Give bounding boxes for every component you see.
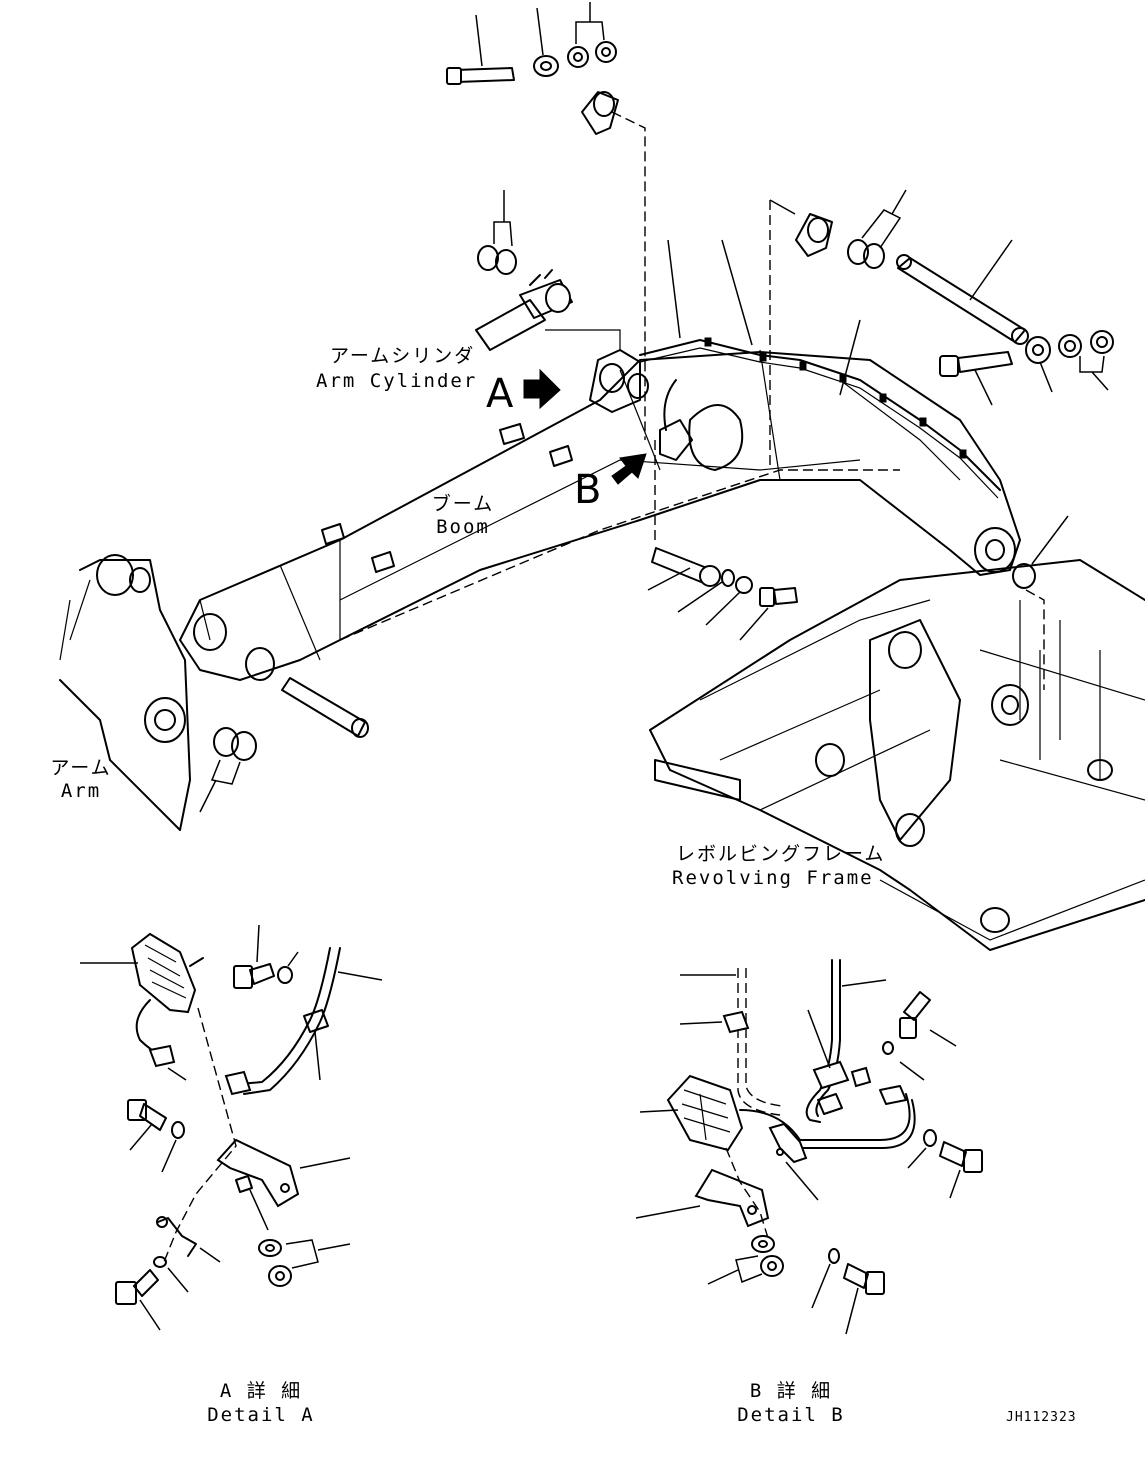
revolving-frame-label-en: Revolving Frame bbox=[672, 867, 874, 889]
right-top-parts bbox=[769, 189, 1114, 470]
revolving-frame bbox=[649, 515, 1145, 951]
boom-label-jp: ブーム bbox=[431, 493, 495, 515]
detail-b-title-jp: B 詳 細 bbox=[749, 1380, 833, 1402]
view-b-marker: B bbox=[574, 467, 602, 513]
drawing-code: JH112323 bbox=[1006, 1410, 1077, 1425]
shim-pair-left bbox=[477, 190, 517, 275]
revolving-frame-label-jp: レボルビングフレーム bbox=[676, 843, 886, 865]
arm-label-jp: アーム bbox=[50, 757, 112, 779]
boom-label-en: Boom bbox=[436, 516, 490, 538]
arm-cylinder-label-en: Arm Cylinder bbox=[316, 370, 478, 392]
detail-b-assembly bbox=[635, 959, 983, 1335]
arm-cylinder-label-jp: アームシリンダ bbox=[330, 345, 476, 367]
arm-cylinder-rod bbox=[475, 269, 621, 351]
view-arrow-a bbox=[523, 368, 561, 410]
detail-b-title-en: Detail B bbox=[737, 1404, 845, 1426]
boom-foot-pin bbox=[647, 547, 798, 641]
view-a-marker: A bbox=[486, 371, 514, 417]
arm-structure bbox=[59, 554, 369, 831]
arm-label-en: Arm bbox=[60, 780, 102, 802]
detail-a-title-jp: A 詳 細 bbox=[219, 1380, 303, 1402]
view-arrow-b bbox=[611, 453, 647, 485]
boom-lamp-b bbox=[654, 379, 693, 540]
boom-structure bbox=[179, 239, 1021, 681]
detail-a-assembly bbox=[80, 924, 383, 1331]
top-fastener-group bbox=[446, 2, 646, 440]
detail-a-title-en: Detail A bbox=[207, 1404, 315, 1426]
